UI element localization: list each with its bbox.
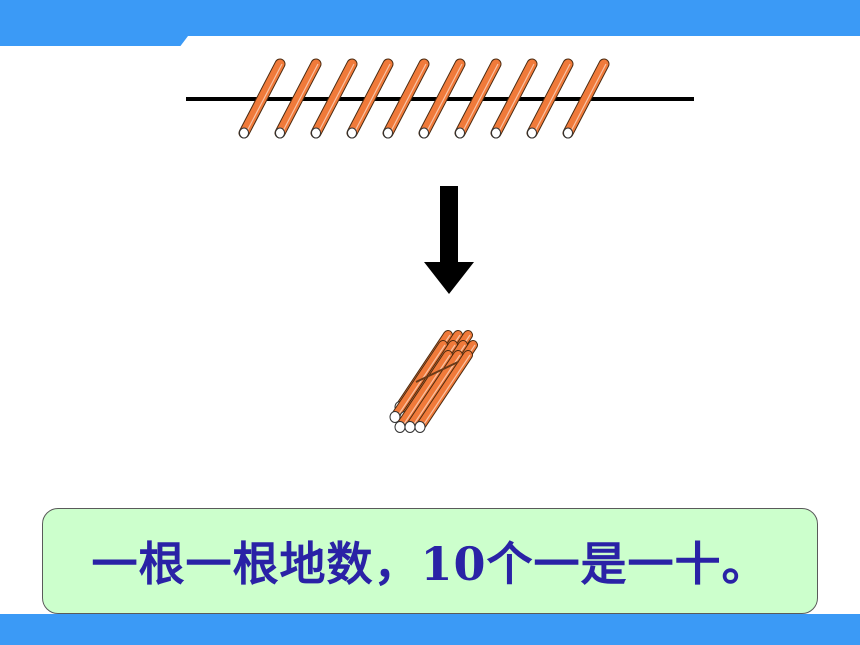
counting-stick-icon [346,58,394,139]
counting-stick-icon [238,58,286,139]
down-arrow-icon [424,186,474,294]
counting-stick-icon [490,58,538,139]
counting-stick-icon [310,58,358,139]
counting-stick-icon [562,58,610,139]
bottom-banner [0,614,860,645]
loose-sticks-row [238,58,610,139]
stick-bundle-icon [389,330,478,433]
bundle-band [415,361,459,383]
counting-stick-icon [454,58,502,139]
counting-stick-icon [418,58,466,139]
caption-text: 一根一根地数，10个一是一十。 [91,537,769,591]
counting-stick-icon [414,350,473,433]
counting-stick-icon [382,58,430,139]
counting-stick-icon [394,350,453,433]
counting-stick-icon [274,58,322,139]
top-banner [0,0,860,36]
top-banner-tab [0,36,188,46]
counting-stick-icon [526,58,574,139]
caption-box: 一根一根地数，10个一是一十。 [42,508,818,614]
